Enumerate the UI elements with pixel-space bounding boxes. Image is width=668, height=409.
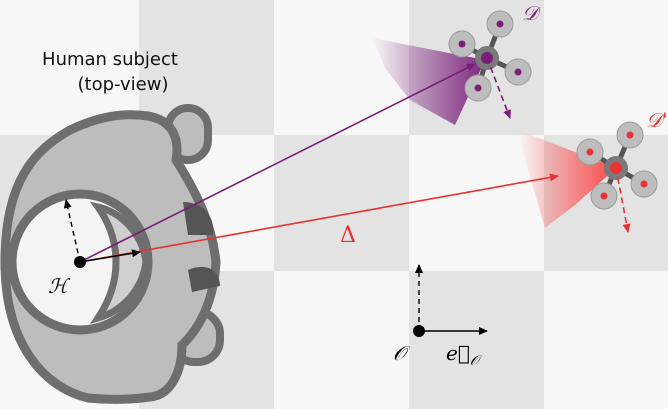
human-origin-point (74, 256, 86, 268)
caption-line2: (top-view) (77, 74, 168, 95)
human-heading-axis (63, 199, 81, 263)
drone-d-label: 𝒟 (522, 1, 542, 25)
delta-label: Δ (340, 223, 356, 248)
drone-d-heading (486, 57, 511, 119)
camera-fov-cone-icon (372, 38, 485, 125)
line-human-to-drone-d (79, 63, 476, 263)
human-top-view-icon (0, 104, 224, 404)
drone-d-prime-heading (615, 167, 631, 233)
caption-line1: Human subject (42, 49, 178, 70)
world-origin-point (413, 325, 425, 337)
camera-fov-cone-icon (518, 130, 616, 228)
line-human-to-drone-d-prime (79, 173, 559, 263)
human-forward-axis (79, 249, 141, 263)
drone-d-prime-label: 𝒟' (646, 108, 667, 132)
human-label: ℋ (48, 274, 71, 298)
